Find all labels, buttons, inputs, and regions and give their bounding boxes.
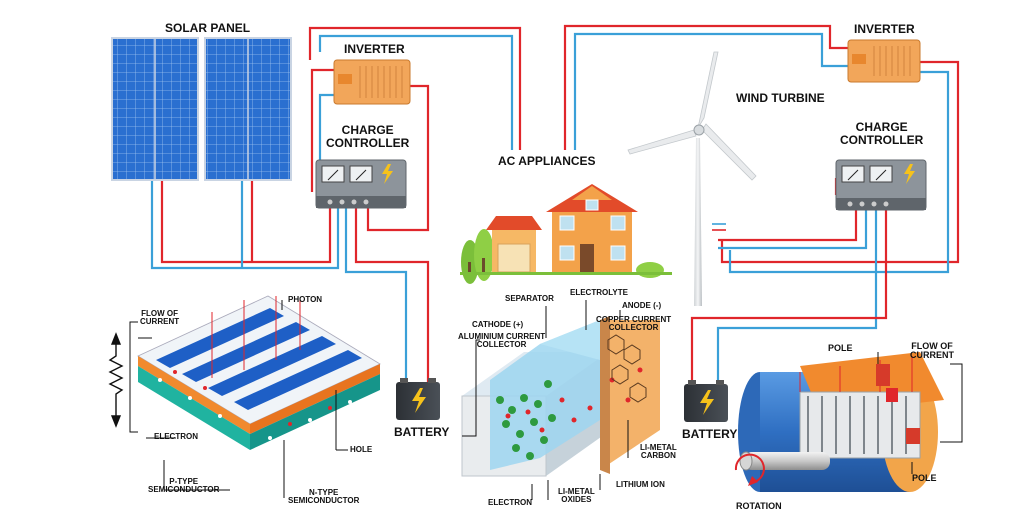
label-photon: PHOTON (288, 295, 323, 304)
label-charge-controller-left: CHARGE CONTROLLER (326, 123, 410, 150)
label-cathode: CATHODE (+) (472, 320, 524, 329)
li-ion-cell-icon (461, 300, 660, 500)
wires-left (150, 26, 522, 382)
lightning-bolt-icon (904, 164, 915, 184)
label-rotation: ROTATION (736, 501, 782, 511)
label-hole: HOLE (350, 445, 373, 454)
resistor-icon (108, 332, 124, 428)
inverter-icon (847, 39, 921, 83)
charge-controller-icon (315, 159, 407, 209)
label-li-metal-oxides: LI-METAL OXIDES (558, 487, 595, 505)
label-inverter-right: INVERTER (854, 22, 915, 36)
battery-icon (684, 380, 728, 422)
label-li-metal-carbon: LI-METAL CARBON (640, 443, 677, 461)
wires-right (563, 24, 960, 385)
label-electrolyte: ELECTROLYTE (570, 288, 628, 297)
generator-icon (734, 352, 963, 492)
label-anode: ANODE (-) (622, 301, 662, 310)
label-inverter-left: INVERTER (344, 42, 405, 56)
label-ac-appliances: AC APPLIANCES (498, 154, 596, 168)
label-battery-left: BATTERY (394, 425, 450, 439)
label-p-type: P-TYPE SEMICONDUCTOR (148, 477, 220, 495)
lightning-bolt-icon (382, 164, 393, 184)
label-pole-top: POLE (828, 343, 853, 353)
battery-icon (396, 378, 440, 420)
label-gen-flow-of-current: FLOW OF CURRENT (910, 341, 954, 361)
label-pv-electron: ELECTRON (154, 432, 198, 441)
label-pv-flow-of-current: FLOW OF CURRENT (140, 309, 180, 327)
house-icon (460, 184, 672, 284)
label-solar-panel: SOLAR PANEL (165, 21, 251, 35)
label-charge-controller-right: CHARGE CONTROLLER (840, 120, 924, 147)
pv-cell-icon (108, 295, 381, 498)
label-separator: SEPARATOR (505, 294, 554, 303)
label-pole-bottom: POLE (912, 473, 937, 483)
label-aluminium-collector: ALUMINIUM CURRENT COLLECTOR (458, 332, 546, 350)
label-lithium-ion: LITHIUM ION (616, 480, 665, 489)
label-copper-collector: COPPER CURRENT COLLECTOR (596, 315, 672, 333)
charge-controller-icon (835, 159, 927, 211)
label-battery-right: BATTERY (682, 427, 738, 441)
wind-turbine-icon (627, 51, 757, 306)
label-n-type: N-TYPE SEMICONDUCTOR (288, 488, 360, 506)
inverter-icon (333, 59, 411, 105)
solar-panel-icon (111, 37, 292, 181)
label-wind-turbine: WIND TURBINE (736, 91, 825, 105)
label-li-electron: ELECTRON (488, 498, 532, 507)
